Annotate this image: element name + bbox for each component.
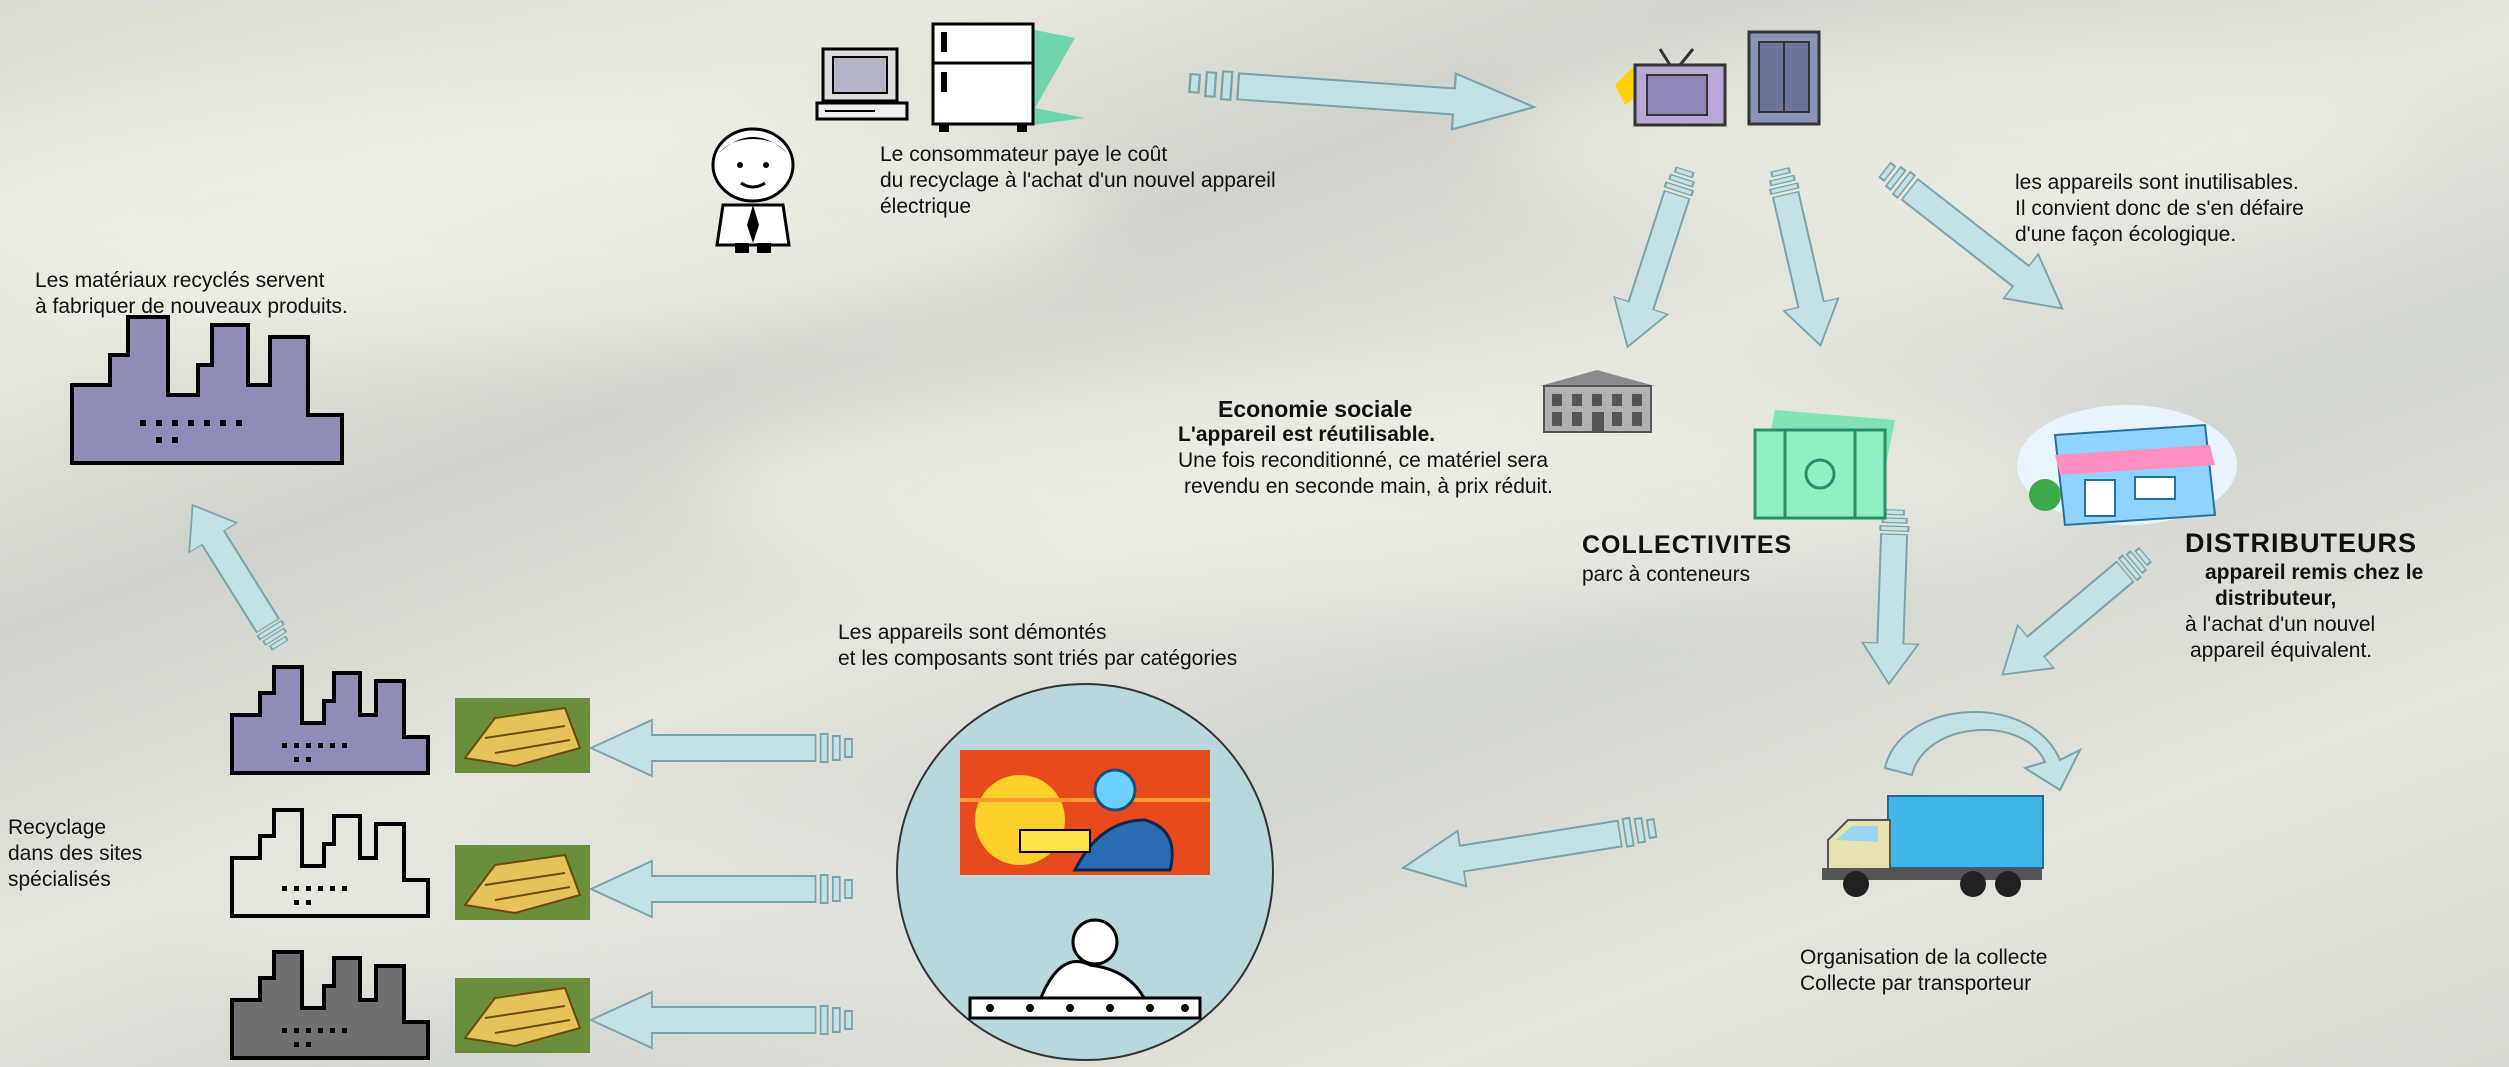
economie-sociale-subtitle: L'appareil est réutilisable. <box>1178 423 1436 446</box>
new-products-factory-icon <box>70 315 344 465</box>
arrow-collect-to-dismantle <box>1397 799 1661 897</box>
arrow-recycling-to-factory <box>167 489 305 661</box>
fridge-icon <box>931 22 1085 132</box>
consumer-person-icon <box>711 127 795 253</box>
arrow-collectivites-to-collect <box>1859 508 1924 686</box>
material-crate-3-icon <box>455 978 590 1053</box>
container-icon <box>1753 410 1895 520</box>
computer-icon <box>815 47 909 121</box>
collectivites-title: COLLECTIVITES <box>1582 531 1793 559</box>
truck-icon <box>1822 795 2044 897</box>
curved-arrow <box>1883 711 2083 792</box>
recycling-factory-2-icon <box>230 808 430 918</box>
tv-icon <box>1615 48 1727 127</box>
arrow-dismantle-to-row3 <box>590 991 853 1049</box>
arrow-to-economie-sociale <box>1599 160 1713 357</box>
arrow-to-collectivites <box>1751 162 1849 353</box>
building-icon <box>1540 370 1655 433</box>
arrow-dismantle-to-row2 <box>590 860 853 918</box>
appliance-cabinet-icon <box>1747 30 1821 126</box>
recycling-factory-1-icon <box>230 665 430 775</box>
arrow-consumer-to-appliances <box>1186 53 1538 137</box>
shop-icon <box>2017 405 2237 527</box>
material-crate-1-icon <box>455 698 590 773</box>
recycling-factory-3-icon <box>230 950 430 1060</box>
material-crate-2-icon <box>455 845 590 920</box>
arrow-dismantle-to-row1 <box>590 719 853 777</box>
arrow-distributeurs-to-collect <box>1983 532 2164 697</box>
dismantling-workshop-icon <box>896 683 1274 1061</box>
economie-sociale-title: Economie sociale <box>1218 396 1413 422</box>
distributeurs-title: DISTRIBUTEURS <box>2185 528 2418 558</box>
